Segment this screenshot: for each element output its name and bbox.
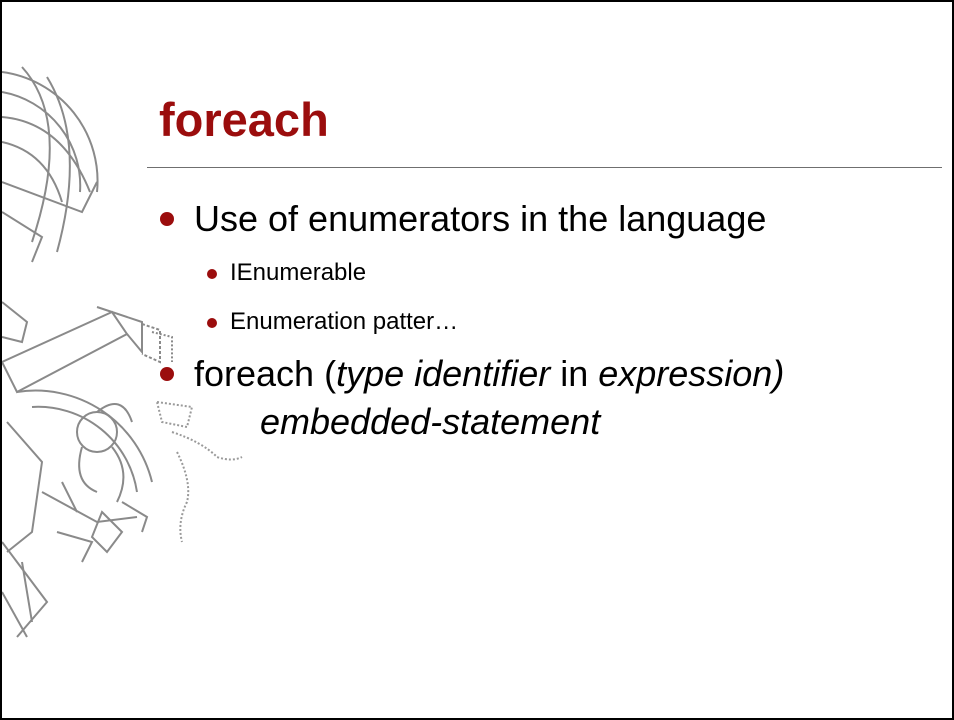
sub-bullet-dot-icon	[207, 318, 217, 328]
bullet-text: Use of enumerators in the language	[194, 198, 767, 239]
slide-title: foreach	[159, 93, 329, 146]
compass	[2, 541, 49, 638]
title-divider	[147, 167, 942, 168]
hammer	[2, 301, 173, 394]
armillary-sphere-emblem-icon	[2, 66, 243, 638]
foreach-prefix: foreach (	[194, 353, 337, 394]
sub-bullet-text: Enumeration patter…	[230, 308, 459, 335]
sub-bullet-dot-icon	[207, 269, 217, 279]
in-keyword: in	[550, 353, 599, 394]
bullet-dot-icon	[160, 212, 174, 226]
sub-bullet-text: IEnumerable	[230, 259, 367, 286]
bullet-dot-icon	[160, 367, 174, 381]
type-identifier: type identifier	[336, 353, 551, 394]
foreach-syntax-line: foreach (type identifier in expression)	[194, 353, 784, 395]
scribble	[155, 400, 243, 543]
sphere-rings	[2, 66, 99, 263]
gear-wheel	[6, 389, 153, 563]
embedded-statement: embedded-statement	[260, 401, 601, 442]
expression: expression)	[598, 353, 785, 394]
